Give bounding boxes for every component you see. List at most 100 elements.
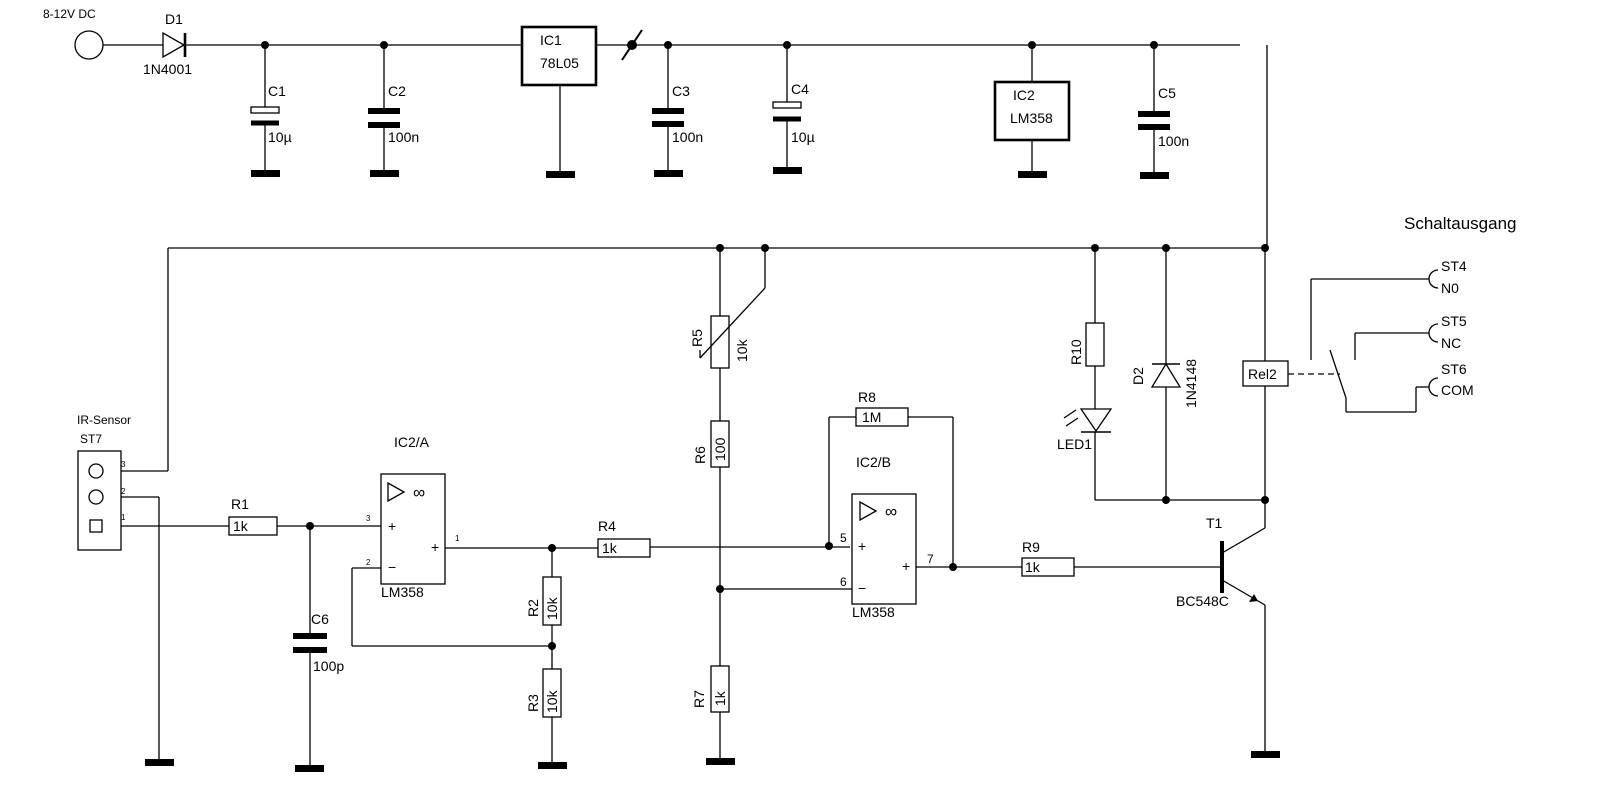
- resistor-r1: R1 1k: [228, 496, 381, 536]
- capacitor-c1: C1 10µ: [250, 41, 292, 177]
- diode-d2: D2 1N4148: [1130, 248, 1199, 504]
- ic2b-plus-in: +: [858, 538, 866, 554]
- r5-value: 10k: [734, 338, 750, 362]
- led1-ref: LED1: [1057, 436, 1092, 452]
- c4-value: 10µ: [791, 129, 815, 145]
- capacitor-c4: C4 10µ: [772, 41, 815, 174]
- st5-label: NC: [1441, 335, 1461, 351]
- led-led1: LED1: [1057, 408, 1265, 501]
- r4-value: 1k: [602, 540, 618, 556]
- t1-value: BC548C: [1176, 593, 1229, 609]
- d1-value: 1N4001: [143, 61, 192, 77]
- st6-label: COM: [1441, 382, 1474, 398]
- t1-ref: T1: [1206, 515, 1223, 531]
- opamp-ic2-power: IC2 LM358: [993, 41, 1071, 178]
- relay-rel2: Rel2: [1242, 248, 1340, 528]
- resistor-r7: R7 1k: [691, 665, 735, 765]
- d1-ref: D1: [165, 11, 183, 27]
- opamp-ic2b: IC2/B ∞ + − + 5 6 7 LM358: [840, 454, 1022, 620]
- st5-ref: ST5: [1441, 313, 1467, 329]
- c6-ref: C6: [311, 611, 329, 627]
- sensor-name: IR-Sensor: [77, 413, 131, 427]
- ic2a-minus-in: −: [388, 559, 396, 575]
- st6-ref: ST6: [1441, 361, 1467, 377]
- regulator-ic1: IC1 78L05: [520, 25, 598, 178]
- ic2a-pin1: 1: [455, 534, 460, 543]
- ic1-ref: IC1: [540, 32, 562, 48]
- r5-ref: R5: [689, 329, 705, 347]
- r2-value: 10k: [544, 596, 560, 620]
- c3-ref: C3: [672, 83, 690, 99]
- r6-value: 100: [712, 437, 728, 461]
- diode-d1: D1 1N4001: [143, 11, 192, 77]
- ic2b-pin7: 7: [927, 552, 934, 566]
- output-title: Schaltausgang: [1404, 214, 1516, 233]
- supply-label: 8-12V DC: [43, 7, 96, 21]
- capacitor-c6: C6 100p: [293, 526, 344, 772]
- ic2-ref: IC2: [1013, 87, 1035, 103]
- opamp-ic2a: IC2/A ∞ + − + 3 2 1 LM358: [351, 434, 598, 647]
- ic2a-infinity: ∞: [413, 483, 425, 502]
- c2-value: 100n: [388, 129, 419, 145]
- resistor-r6: R6 100: [692, 420, 852, 666]
- r7-value: 1k: [712, 690, 728, 706]
- ic2b-pin6: 6: [840, 575, 847, 589]
- r1-value: 1k: [233, 518, 249, 534]
- r9-value: 1k: [1025, 559, 1041, 575]
- r10-ref: R10: [1068, 339, 1084, 365]
- ir-sensor-st7: IR-Sensor ST7 3 2 1: [77, 248, 229, 766]
- r3-value: 10k: [544, 689, 560, 713]
- c3-value: 100n: [672, 129, 703, 145]
- capacitor-c3: C3 100n: [652, 41, 703, 177]
- ic2b-value: LM358: [852, 604, 895, 620]
- c2-ref: C2: [388, 83, 406, 99]
- d2-value: 1N4148: [1183, 359, 1199, 408]
- ic2b-ref: IC2/B: [856, 454, 891, 470]
- ic2a-plus-in: +: [388, 518, 396, 534]
- sensor-pin2: 2: [121, 487, 126, 496]
- ic2a-ref: IC2/A: [394, 434, 430, 450]
- resistor-r2: R2 10k: [525, 548, 562, 669]
- sensor-pin3: 3: [121, 460, 126, 469]
- resistor-r9: R9 1k: [1021, 539, 1222, 577]
- resistor-r10: R10: [1068, 248, 1105, 409]
- st4-ref: ST4: [1441, 258, 1467, 274]
- sensor-pin1: 1: [121, 513, 126, 522]
- ic2b-pin5: 5: [840, 531, 847, 545]
- transistor-t1: T1 BC548C: [1176, 515, 1280, 758]
- capacitor-c5: C5 100n: [1138, 41, 1189, 179]
- ic2-value: LM358: [1010, 110, 1053, 126]
- c5-ref: C5: [1158, 85, 1176, 101]
- r6-ref: R6: [692, 446, 708, 464]
- sensor-ref: ST7: [80, 432, 102, 446]
- r2-ref: R2: [525, 599, 541, 617]
- ic2b-minus-in: −: [858, 580, 866, 596]
- ic2b-plus-out: +: [902, 558, 910, 574]
- rel2-ref: Rel2: [1248, 366, 1277, 382]
- ic1-value: 78L05: [540, 55, 579, 71]
- r1-ref: R1: [231, 496, 249, 512]
- resistor-r4: R4 1k: [597, 518, 850, 558]
- ic2a-plus-out: +: [431, 539, 439, 555]
- ic2a-pin2: 2: [366, 558, 371, 567]
- c4-ref: C4: [791, 81, 809, 97]
- r4-ref: R4: [598, 518, 616, 534]
- ic2b-infinity: ∞: [885, 502, 897, 521]
- dc-input-jack: [74, 30, 104, 60]
- c5-value: 100n: [1158, 133, 1189, 149]
- r7-ref: R7: [691, 690, 707, 708]
- r8-value: 1M: [862, 409, 881, 425]
- c1-value: 10µ: [268, 129, 292, 145]
- switch-output: Schaltausgang ST4 N0 ST5 NC ST6 COM: [1310, 214, 1516, 413]
- c6-value: 100p: [313, 658, 344, 674]
- r9-ref: R9: [1022, 539, 1040, 555]
- capacitor-c2: C2 100n: [368, 41, 419, 177]
- resistor-r8: R8 1M: [828, 389, 954, 567]
- resistor-r3: R3 10k: [525, 668, 567, 769]
- d2-ref: D2: [1130, 367, 1146, 385]
- power-supply: 8-12V DC D1 1N4001 C1 10µ: [43, 7, 1268, 248]
- potentiometer-r5: R5 10k: [689, 248, 766, 421]
- ic2a-value: LM358: [381, 584, 424, 600]
- r8-ref: R8: [858, 389, 876, 405]
